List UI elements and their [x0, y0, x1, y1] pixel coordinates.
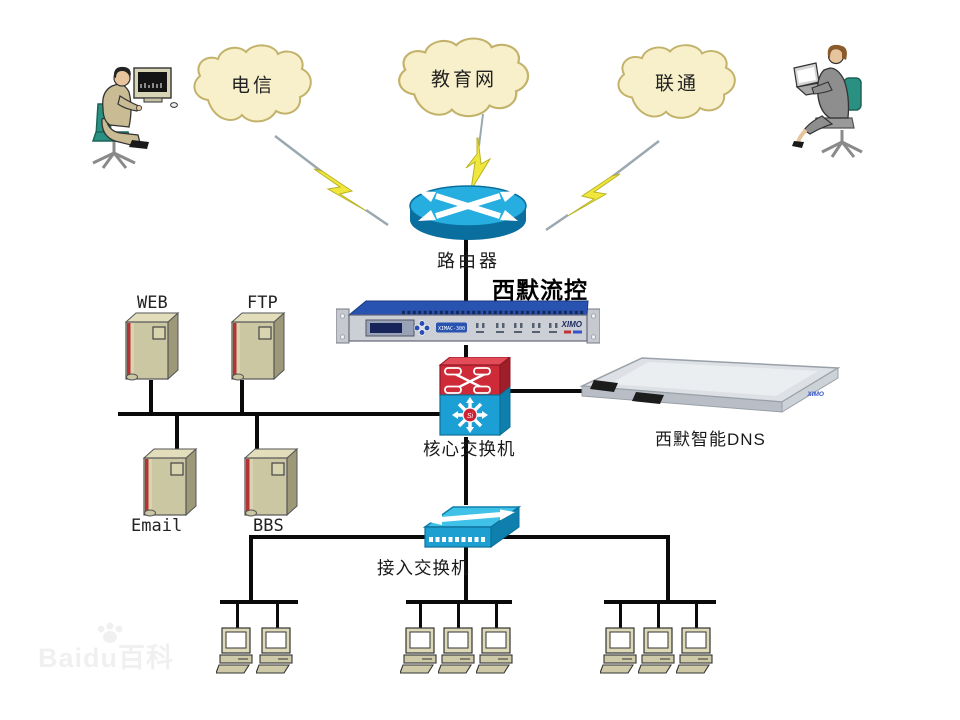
wire-pc-drop [236, 603, 239, 629]
cloud-icon [398, 37, 530, 118]
wire-pc-drop [695, 603, 698, 629]
wire-pc-drop [457, 603, 460, 629]
server-bbs-icon [242, 446, 300, 518]
wire-pc-drop [419, 603, 422, 629]
server-email-label: Email [131, 516, 183, 536]
lightning-unicom-router-icon [542, 138, 662, 233]
cloud-edu: 教育网 [392, 33, 536, 127]
cloud-edu-label: 教育网 [430, 69, 498, 91]
wire-router-flow [464, 234, 468, 304]
access-switch-icon [417, 501, 523, 559]
server-web-label: WEB [137, 293, 168, 313]
flow-control-label: 西默流控 [492, 277, 588, 303]
router-label: 路由器 [437, 251, 500, 271]
core-switch-icon: Si [434, 355, 514, 441]
wire-coreswitch-dns [505, 389, 605, 393]
core-switch-chip-text: Si [467, 413, 474, 420]
wire-pc-drop [657, 603, 660, 629]
workstation [676, 626, 716, 674]
wire-bus-left-group [220, 600, 298, 604]
workstation [400, 626, 440, 674]
server-ftp-label: FTP [247, 293, 278, 313]
cloud-telecom: 电信 [188, 40, 318, 132]
user-right-illustration [786, 38, 876, 160]
server-ftp-icon [229, 310, 287, 382]
wire-coreswitch-accessswitch [464, 437, 468, 505]
cloud-telecom-label: 电信 [230, 75, 276, 97]
wire-middle-riser [464, 545, 468, 603]
dns-brand-text: XIMO [806, 391, 824, 398]
lightning-edu-router-icon [452, 112, 502, 192]
chair-base [92, 140, 136, 169]
workstation [216, 626, 256, 674]
workstation [256, 626, 296, 674]
flow-control-appliance-icon: XIMAC-300 XIMO [335, 297, 601, 347]
cloud-icon [193, 44, 312, 123]
wire-bus-middle-group [406, 600, 512, 604]
user-left-illustration [76, 48, 178, 174]
wire-server-bus [118, 412, 440, 416]
paw-icon [97, 622, 123, 643]
wire-email-drop [175, 414, 179, 449]
server-bbs-label: BBS [253, 516, 284, 536]
cloud-unicom-label: 联通 [654, 73, 700, 95]
lightning-telecom-router-icon [272, 133, 392, 228]
wire-pc-drop [495, 603, 498, 629]
wire-right-riser [666, 535, 670, 603]
workstation [638, 626, 678, 674]
dns-appliance-icon: XIMO [578, 352, 842, 422]
workstation [600, 626, 640, 674]
wire-bus-right-group [604, 600, 716, 604]
cloud-unicom: 联通 [612, 40, 742, 128]
core-switch-label: 核心交换机 [423, 439, 516, 459]
server-email-icon [141, 446, 199, 518]
wire-flow-coreswitch [464, 345, 468, 363]
access-switch-label: 接入交换机 [377, 558, 470, 578]
wire-pc-drop [619, 603, 622, 629]
flow-control-model-text: XIMAC-300 [438, 326, 465, 332]
wire-pc-drop [276, 603, 279, 629]
wire-web-drop [149, 380, 153, 414]
dns-label: 西默智能DNS [655, 430, 766, 449]
wire-ftp-drop [240, 380, 244, 414]
chair-base [821, 130, 863, 158]
router-icon [406, 184, 530, 242]
workstation [438, 626, 478, 674]
workstation [476, 626, 516, 674]
flow-control-brand-text: XIMO [561, 320, 583, 329]
cloud-icon [617, 44, 736, 119]
wire-bbs-drop [255, 414, 259, 449]
wire-left-riser [249, 535, 253, 603]
baidu-watermark: Baidu百科 [38, 622, 175, 675]
server-web-icon [123, 310, 181, 382]
baidu-watermark-text: Baidu百科 [38, 643, 175, 673]
